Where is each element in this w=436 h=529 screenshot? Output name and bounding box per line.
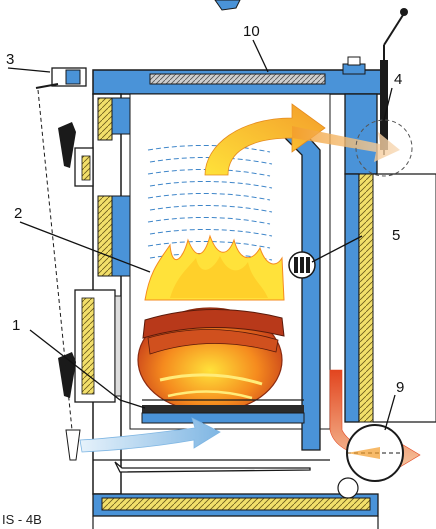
fuel-embers	[137, 307, 285, 413]
lower-door	[74, 289, 122, 403]
bottom-base	[92, 477, 379, 529]
detail-circle-flue	[355, 119, 413, 177]
grate	[141, 399, 305, 424]
callout-10: 10	[243, 23, 260, 40]
upper-door	[74, 147, 94, 187]
upper-handle	[58, 122, 76, 168]
flue-outlet	[346, 424, 404, 482]
callout-5: 5	[392, 227, 400, 244]
callout-4: 4	[394, 71, 402, 88]
lower-handle	[58, 352, 76, 398]
callout-9: 9	[396, 379, 404, 396]
right-wall	[344, 93, 436, 423]
callout-2: 2	[14, 205, 22, 222]
exhaust-flow-arrow	[292, 126, 400, 162]
thermostat-element	[288, 251, 316, 279]
figure-code-label: IS - 4B	[2, 512, 42, 527]
top-cover	[92, 56, 384, 95]
thermostat-rod	[380, 8, 408, 155]
callout-3: 3	[6, 51, 14, 68]
hot-gas-upward-arrow	[204, 103, 326, 176]
flames	[144, 234, 285, 301]
ash-pan	[93, 459, 330, 473]
leader-lines	[7, 39, 396, 431]
top-fragment-shape	[214, 0, 241, 11]
primary-air-arrow	[79, 417, 221, 453]
callout-1: 1	[12, 317, 20, 334]
air-damper-flap	[35, 67, 87, 461]
